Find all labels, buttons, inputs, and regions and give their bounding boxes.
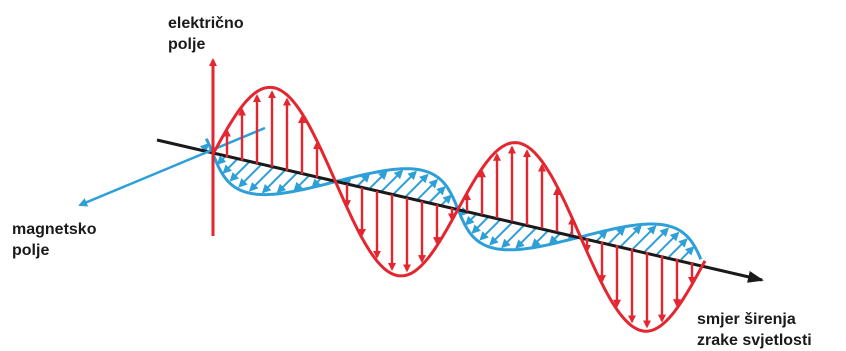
magnetic-field-vector — [473, 216, 489, 232]
magnetic-field-vector — [224, 159, 237, 172]
magnetic-field-vector — [369, 172, 386, 189]
propagation-direction-label: smjer širenja zrake svjetlosti — [697, 309, 812, 351]
magnetic-field-vector — [231, 162, 249, 180]
electric-field-label-line1: električno — [168, 13, 244, 34]
magnetic-field-label-line1: magnetsko — [12, 219, 96, 240]
magnetic-field-wave — [201, 139, 701, 260]
magnetic-field-vector — [441, 196, 451, 206]
magnetic-field-label-line2: polje — [12, 240, 96, 261]
magnetic-field-vector — [681, 247, 693, 259]
propagation-direction-label-line1: smjer širenja — [697, 309, 812, 330]
electric-field-wave — [213, 87, 705, 331]
magnetic-axis-arrow — [80, 128, 265, 205]
magnetic-field-vector — [429, 187, 444, 202]
magnetic-field-vector — [218, 157, 225, 164]
magnetic-field-vector — [669, 240, 686, 257]
electric-field-label-line2: polje — [168, 34, 244, 55]
propagation-axis — [157, 140, 762, 280]
magnetic-field-vector — [278, 173, 297, 192]
electric-field-label: električno polje — [168, 13, 244, 55]
magnetic-field-label: magnetsko polje — [12, 219, 96, 261]
